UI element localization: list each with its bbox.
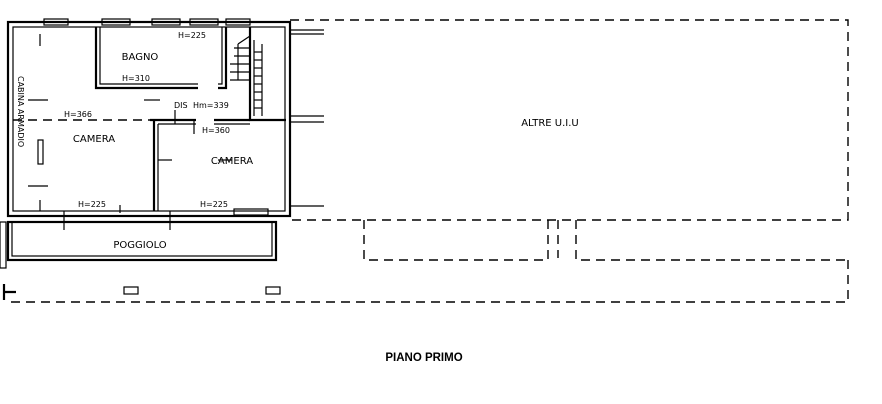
room-label-poggiolo: POGGIOLO: [113, 240, 166, 251]
room-label-camera-right: CAMERA: [211, 156, 253, 167]
interior-walls: [28, 99, 250, 211]
stair: [230, 27, 286, 122]
height-label-camera-left: H=225: [78, 200, 106, 209]
height-label-camera-right: H=225: [200, 200, 228, 209]
altre-ui-outline: [8, 19, 849, 303]
room-label-cabina-armadio: CABINA ARMADIO: [16, 76, 25, 147]
top-windows: [43, 18, 251, 26]
height-label-360: H=360: [202, 126, 230, 135]
apartment-outline: [6, 20, 292, 218]
bathroom-walls: [94, 27, 228, 90]
height-label-bagno: H=225: [178, 31, 206, 40]
room-label-camera-left: CAMERA: [73, 134, 115, 145]
balcony: [0, 220, 278, 269]
height-label-310: H=310: [122, 74, 150, 83]
height-label-366: H=366: [64, 110, 92, 119]
room-label-dis: DIS: [174, 101, 188, 110]
floor-title: PIANO PRIMO: [385, 352, 462, 364]
lower-markers: [2, 284, 281, 300]
openings: [39, 29, 324, 230]
area-label-altre-ui: ALTRE U.I.U: [521, 118, 579, 129]
room-label-bagno: BAGNO: [122, 52, 159, 63]
height-label-hm339: Hm=339: [193, 101, 229, 110]
